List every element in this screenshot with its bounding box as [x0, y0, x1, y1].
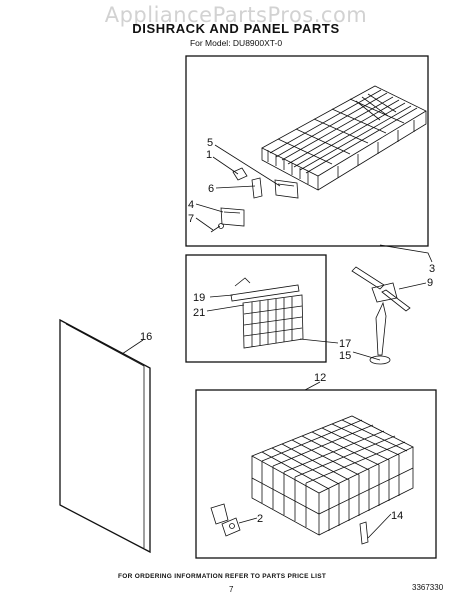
- callout-12: 12: [314, 372, 326, 384]
- model-line: For Model: DU8900XT-0: [189, 38, 283, 48]
- callout-14: 14: [391, 510, 403, 522]
- document-number: 3367330: [412, 583, 444, 592]
- callout-17: 17: [339, 338, 351, 350]
- upper-rack-frame: [185, 55, 429, 247]
- panel-drawing: [230, 277, 304, 349]
- page-title: DISHRACK AND PANEL PARTS: [132, 21, 340, 36]
- callout-2: 2: [257, 513, 263, 525]
- callout-19: 19: [193, 292, 205, 304]
- lower-rack-small-parts: [210, 503, 369, 545]
- lower-rack-drawing: [251, 415, 414, 536]
- callout-21: 21: [193, 307, 205, 319]
- upper-rack-small-parts: [210, 167, 299, 233]
- lower-rack-frame: [195, 389, 437, 559]
- callout-9: 9: [427, 277, 433, 289]
- callout-1: 1: [206, 149, 212, 161]
- panel-frame: [185, 254, 327, 363]
- ordering-note: FOR ORDERING INFORMATION REFER TO PARTS …: [118, 573, 327, 580]
- callout-7: 7: [188, 213, 194, 225]
- callout-16: 16: [140, 331, 152, 343]
- upper-rack-drawing: [261, 85, 427, 191]
- page-number: 7: [229, 585, 234, 594]
- access-panel-drawing: [59, 318, 151, 554]
- callout-15: 15: [339, 350, 351, 362]
- callout-3: 3: [429, 263, 435, 275]
- callout-6: 6: [208, 183, 214, 195]
- callout-5: 5: [207, 137, 213, 149]
- callout-4: 4: [188, 199, 194, 211]
- spray-arm-drawing: [351, 266, 411, 365]
